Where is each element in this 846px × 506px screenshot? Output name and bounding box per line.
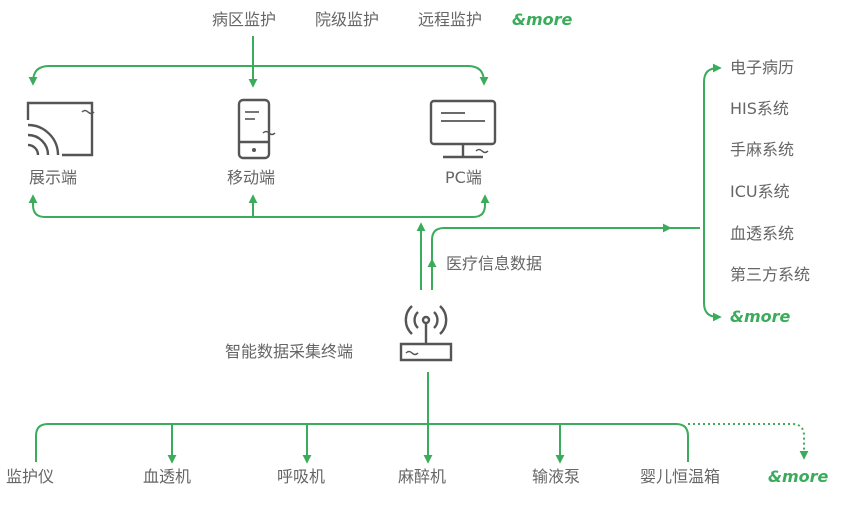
- device-bus-more: [688, 423, 805, 454]
- pc-monitor-icon: [429, 99, 497, 159]
- terminal-return-bus: [32, 200, 486, 218]
- devices-more-label: &more: [768, 467, 829, 486]
- top-bus-line: [32, 65, 485, 83]
- source-remote-monitoring: 远程监护: [418, 10, 483, 29]
- terminal-mobile-label: 移动端: [227, 168, 276, 187]
- systems-bracket: [703, 67, 719, 318]
- terminal-display-label: 展示端: [29, 168, 78, 187]
- collector-to-systems-line: [431, 223, 672, 290]
- display-screen-icon: [26, 101, 95, 157]
- mobile-phone-icon: [237, 98, 276, 160]
- device-infusion-pump: 输液泵: [532, 467, 581, 486]
- source-hospital-monitoring: 院级监护: [315, 10, 380, 29]
- systems-more-label: &more: [730, 307, 791, 326]
- device-ventilator: 呼吸机: [277, 467, 326, 486]
- system-dialysis: 血透系统: [730, 224, 795, 243]
- device-anesthesia-machine: 麻醉机: [398, 467, 447, 486]
- system-his: HIS系统: [730, 99, 789, 118]
- source-more-label: &more: [512, 10, 573, 29]
- device-dialysis-machine: 血透机: [143, 467, 192, 486]
- system-anesthesia: 手麻系统: [730, 140, 795, 159]
- system-third-party: 第三方系统: [730, 265, 811, 284]
- device-bus: [35, 423, 689, 462]
- medical-info-label: 医疗信息数据: [446, 254, 543, 273]
- device-monitor: 监护仪: [6, 467, 55, 486]
- device-infant-incubator: 婴儿恒温箱: [640, 467, 721, 486]
- source-ward-monitoring: 病区监护: [212, 10, 277, 29]
- system-icu: ICU系统: [730, 182, 790, 201]
- system-emr: 电子病历: [730, 58, 795, 77]
- collector-label: 智能数据采集终端: [225, 342, 354, 361]
- collector-router-icon: [399, 305, 453, 362]
- terminal-pc-label: PC端: [445, 168, 482, 187]
